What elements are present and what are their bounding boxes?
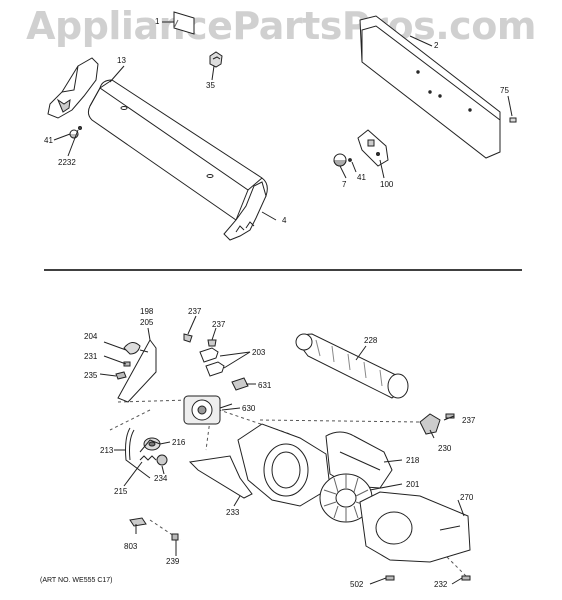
callout-7: 7 bbox=[342, 180, 347, 189]
part-237-screw bbox=[184, 334, 192, 342]
part-35-clip bbox=[210, 52, 222, 67]
part-803-clip bbox=[130, 518, 146, 526]
part-4-end-cap bbox=[224, 182, 266, 240]
callout-631: 631 bbox=[258, 381, 272, 390]
part-230-sensor bbox=[420, 414, 440, 434]
part-41-knob-right bbox=[349, 159, 352, 162]
callout-239: 239 bbox=[166, 557, 180, 566]
callout-231: 231 bbox=[84, 352, 98, 361]
part-502-screw bbox=[386, 576, 394, 580]
callout-213: 213 bbox=[100, 446, 114, 455]
part-239-screw bbox=[172, 534, 178, 540]
bottom-leader-lines bbox=[100, 316, 464, 584]
art-number-note: (ART NO. WE555 C17) bbox=[40, 577, 113, 584]
top-leader-lines bbox=[54, 22, 512, 220]
part-201-blower-wheel bbox=[320, 474, 372, 522]
callout-204: 204 bbox=[84, 332, 98, 341]
part-213-belt bbox=[126, 428, 151, 478]
callout-13: 13 bbox=[117, 56, 126, 65]
part-13-control-panel bbox=[88, 80, 267, 223]
callout-198: 198 bbox=[140, 307, 154, 316]
part-216-pulley bbox=[140, 438, 160, 452]
part-233-bracket bbox=[190, 456, 252, 498]
callout-205: 205 bbox=[140, 318, 154, 327]
part-204-clip bbox=[124, 342, 140, 354]
callout-4: 4 bbox=[282, 216, 287, 225]
part-270-blower-housing bbox=[360, 492, 470, 562]
callout-201: 201 bbox=[406, 480, 420, 489]
callout-216: 216 bbox=[172, 438, 186, 447]
part-blower-front-housing bbox=[238, 424, 330, 506]
part-2-back-panel bbox=[360, 16, 500, 158]
part-235-screw bbox=[116, 372, 126, 379]
callout-237-c: 237 bbox=[462, 416, 476, 425]
callout-235: 235 bbox=[84, 371, 98, 380]
part-1-label-tag bbox=[174, 12, 194, 34]
callout-233: 233 bbox=[226, 508, 240, 517]
callout-630: 630 bbox=[242, 404, 256, 413]
callout-218: 218 bbox=[406, 456, 420, 465]
part-630-motor bbox=[184, 396, 232, 424]
part-631-connector bbox=[232, 378, 248, 390]
callout-502: 502 bbox=[350, 580, 364, 589]
callout-234: 234 bbox=[154, 474, 168, 483]
part-234-pulley bbox=[157, 455, 167, 465]
callout-2: 2 bbox=[434, 41, 439, 50]
part-237-screw-b bbox=[208, 340, 216, 346]
part-203-thermostat bbox=[200, 348, 224, 376]
callout-270: 270 bbox=[460, 493, 474, 502]
part-75-screw bbox=[510, 118, 516, 122]
callout-35: 35 bbox=[206, 81, 215, 90]
callout-237-a: 237 bbox=[188, 307, 202, 316]
part-2232-screw bbox=[79, 127, 82, 130]
callout-41-left: 41 bbox=[44, 136, 53, 145]
callout-230: 230 bbox=[438, 444, 452, 453]
part-228-duct bbox=[296, 334, 408, 398]
part-215-spring bbox=[140, 456, 156, 460]
callout-237-b: 237 bbox=[212, 320, 226, 329]
part-100-timer-bracket bbox=[358, 130, 388, 166]
part-7-knob bbox=[334, 154, 346, 166]
callout-1: 1 bbox=[155, 17, 160, 26]
callout-100: 100 bbox=[380, 180, 394, 189]
part-198-205-bracket bbox=[118, 340, 156, 402]
callout-215: 215 bbox=[114, 487, 128, 496]
callout-228: 228 bbox=[364, 336, 378, 345]
callout-75: 75 bbox=[500, 86, 509, 95]
callout-41-right: 41 bbox=[357, 173, 366, 182]
callout-803: 803 bbox=[124, 542, 138, 551]
callout-2232: 2232 bbox=[58, 158, 76, 167]
callout-203: 203 bbox=[252, 348, 266, 357]
part-231-screw bbox=[124, 362, 130, 366]
part-left-end-cap bbox=[48, 58, 98, 118]
part-232-screw bbox=[462, 576, 470, 580]
callout-232: 232 bbox=[434, 580, 448, 589]
